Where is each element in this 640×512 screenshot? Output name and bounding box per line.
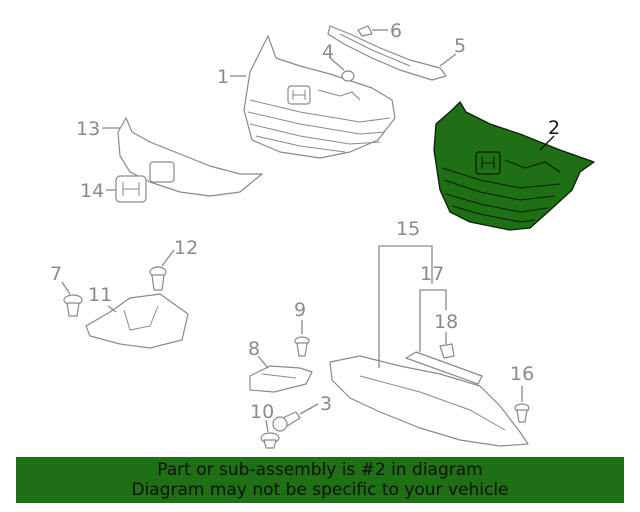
banner-line-disclaimer: Diagram may not be specific to your vehi… <box>131 480 509 500</box>
part-7-push-clip <box>63 294 83 317</box>
callout-labels: 1 2 3 4 5 6 7 8 9 10 11 12 13 14 15 16 1… <box>50 20 560 423</box>
callout-1: 1 <box>217 66 229 88</box>
callout-2: 2 <box>548 117 560 139</box>
leader-lines <box>61 29 555 433</box>
callout-8: 8 <box>248 338 260 360</box>
callout-18: 18 <box>434 311 458 333</box>
callout-5: 5 <box>454 35 466 57</box>
part-17-seal-strip <box>405 351 483 385</box>
part-4-clip <box>341 70 355 82</box>
part-2-grille-assembly-highlighted <box>433 101 595 231</box>
part-1-grille-frame <box>243 35 396 159</box>
part-6-clip <box>357 25 373 37</box>
callout-11: 11 <box>88 284 112 306</box>
callout-12: 12 <box>174 237 198 259</box>
callout-17: 17 <box>420 263 444 285</box>
part-11-side-bracket <box>85 293 189 349</box>
part-9-bolt <box>294 336 310 357</box>
callout-13: 13 <box>76 118 100 140</box>
part-13-molding <box>117 117 263 197</box>
callout-15: 15 <box>396 218 420 240</box>
callout-4: 4 <box>322 41 334 63</box>
info-banner: Part or sub-assembly is #2 in diagram Di… <box>16 457 624 503</box>
part-5-bracket <box>327 25 447 81</box>
part-18-clip <box>439 343 455 359</box>
callout-3: 3 <box>320 393 332 415</box>
part-3-bolt <box>272 411 301 432</box>
parts-diagram: 1 2 3 4 5 6 7 8 9 10 11 12 13 14 15 16 1… <box>50 20 595 449</box>
callout-16: 16 <box>510 363 534 385</box>
part-8-bracket <box>249 365 313 393</box>
part-10-bolt <box>260 432 280 449</box>
callout-7: 7 <box>50 263 62 285</box>
part-14-emblem <box>115 175 147 203</box>
callout-6: 6 <box>390 20 402 42</box>
banner-line-part-number: Part or sub-assembly is #2 in diagram <box>157 460 483 480</box>
part-16-bolt <box>514 403 530 423</box>
callout-9: 9 <box>294 299 306 321</box>
part-15-under-cover <box>329 355 529 447</box>
callout-14: 14 <box>80 180 104 202</box>
part-12-bolt <box>149 266 167 291</box>
callout-10: 10 <box>250 401 274 423</box>
